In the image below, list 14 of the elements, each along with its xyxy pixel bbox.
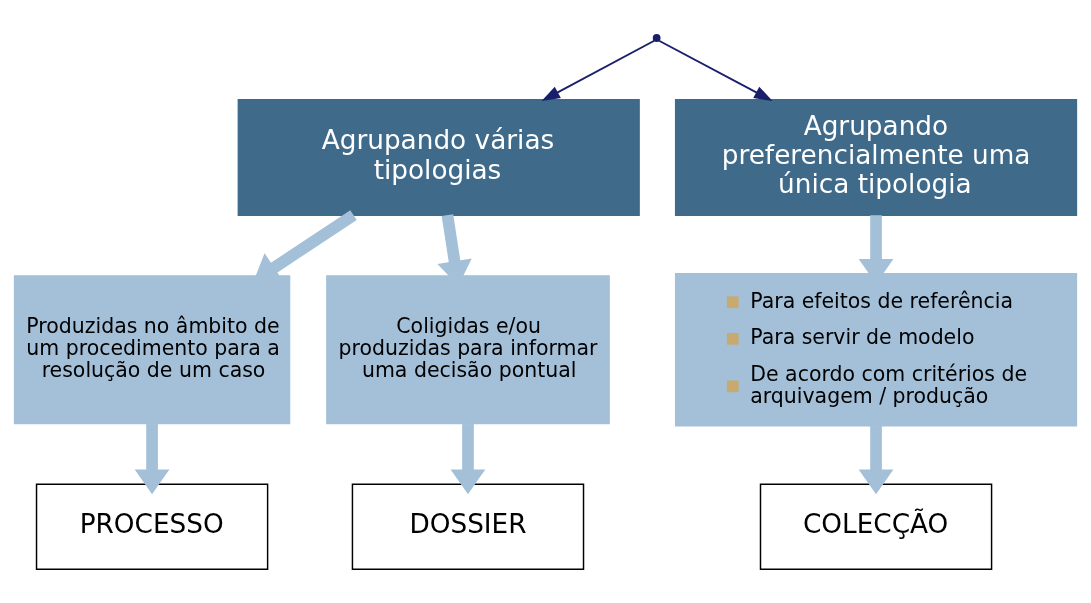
arrow xyxy=(541,39,656,101)
node-box: PROCESSO xyxy=(35,483,269,570)
arrow xyxy=(450,423,486,494)
node-box: Agrupando várias tipologias xyxy=(237,98,640,216)
node-box: Coligidas e/ou produzidas para informar uma decisão pontual xyxy=(326,274,610,424)
node-box: Produzidas no âmbito de um procedimento para a resolução de um caso xyxy=(13,274,291,424)
node-point xyxy=(652,33,661,42)
node-box: Agrupando preferencialmente uma única tipologia xyxy=(674,98,1078,216)
node-box: DOSSIER xyxy=(351,483,585,570)
node-box: Para efeitos de referência Para servir de modelo De acordo com critérios de arquivagem / produção xyxy=(674,272,1078,427)
node-box: COLECÇÃO xyxy=(759,483,993,570)
arrow xyxy=(658,39,773,101)
arrow xyxy=(858,425,894,494)
arrow xyxy=(134,423,170,494)
